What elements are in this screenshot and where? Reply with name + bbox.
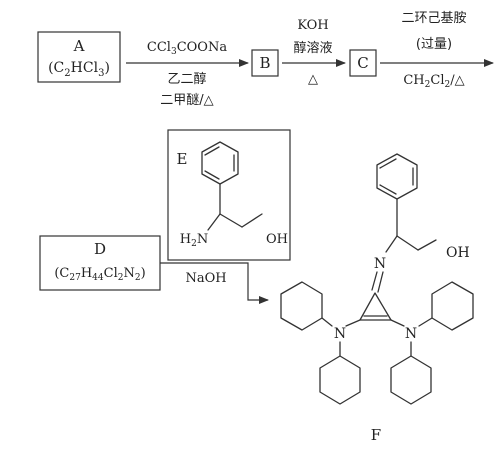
step3-arrow: 二环己基胺 (过量) CH2Cl2/△ (380, 11, 494, 90)
step1-reagent-top: CCl3COONa (147, 40, 227, 57)
step1-arrow: CCl3COONa 乙二醇 二甲醚/△ (126, 40, 249, 108)
step2-reagent-mid: 醇溶液 (293, 40, 332, 56)
step3-reagent-mid: (过量) (416, 37, 452, 52)
compound-c-letter: C (357, 54, 368, 72)
compound-f-oh: OH (446, 245, 470, 261)
step3-reagent-bottom: CH2Cl2/△ (403, 73, 464, 90)
compound-a-formula: (C2HCl3) (48, 60, 110, 79)
compound-b-letter: B (259, 54, 270, 72)
compound-e-box: E H2N OH (167, 129, 291, 261)
compound-e-bond-c1 (219, 213, 243, 228)
compound-e-benzene-ring (201, 141, 239, 185)
step4-reagent: NaOH (185, 271, 226, 286)
compound-e-bond-c2 (241, 213, 263, 228)
compound-e-oh: OH (266, 232, 288, 247)
compound-f-cyclopropene (359, 292, 392, 321)
compound-c-box: C (349, 49, 377, 77)
compound-d-letter: D (94, 240, 106, 258)
compound-e-letter: E (177, 150, 188, 168)
compound-f-left-n: N (334, 326, 346, 342)
compound-f-phenyl (376, 153, 418, 200)
compound-e-nh2: H2N (180, 232, 208, 249)
step2-arrow: KOH 醇溶液 △ (282, 18, 346, 87)
compound-e-bond-n (207, 213, 221, 231)
compound-f-cyclohexyl-lower-left (319, 355, 361, 405)
compound-d-box: D (C27H44Cl2N2) (39, 235, 161, 291)
compound-f-letter: F (371, 426, 381, 444)
compound-f-cyclohexyl-upper-right (431, 281, 474, 331)
compound-f-imine-n: N (374, 256, 386, 272)
compound-a-letter: A (73, 37, 85, 55)
compound-f-right-n: N (405, 326, 417, 342)
step3-reagent-top: 二环己基胺 (401, 11, 466, 26)
compound-b-box: B (251, 49, 279, 77)
step4-arrow: NaOH (160, 262, 269, 304)
compound-a-box: A (C2HCl3) (37, 31, 121, 83)
compound-f-structure: N OH N N F (280, 153, 474, 444)
step1-reagent-mid: 乙二醇 (167, 71, 206, 87)
compound-f-cyclohexyl-lower-right (390, 355, 432, 405)
step2-reagent-bottom: △ (308, 72, 318, 87)
step1-reagent-bottom: 二甲醚/△ (160, 93, 213, 108)
step2-reagent-top: KOH (297, 18, 328, 33)
compound-f-cyclohexyl-upper-left (280, 281, 323, 331)
compound-d-formula: (C27H44Cl2N2) (54, 266, 145, 283)
